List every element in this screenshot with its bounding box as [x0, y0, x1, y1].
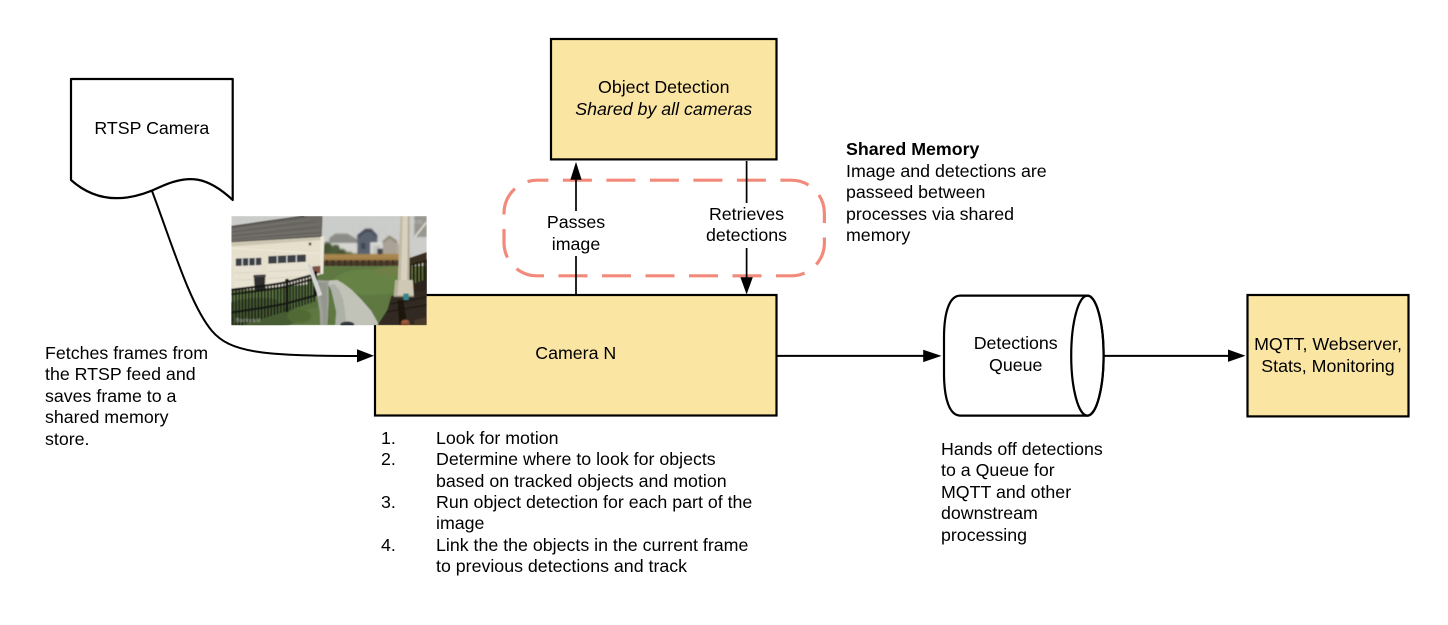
svg-text:2019-03-26 09:00: 2019-03-26 09:00	[380, 220, 423, 226]
svg-text:Backyard: Backyard	[236, 318, 260, 324]
